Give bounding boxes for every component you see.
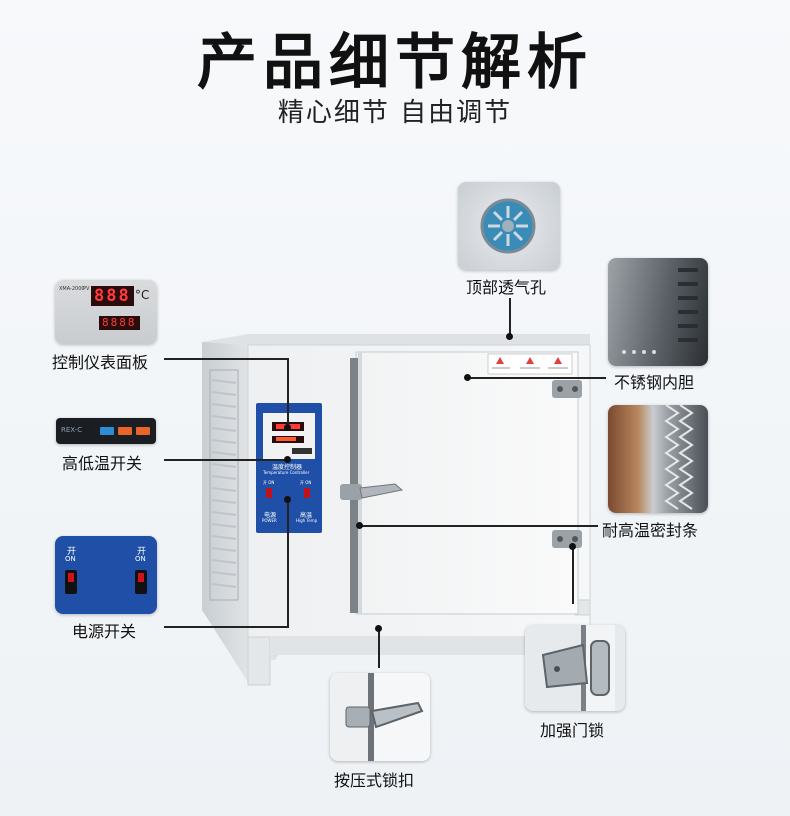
door-latch — [340, 483, 404, 500]
unit-label: °C — [135, 288, 150, 302]
callout-stainless-liner: 不锈钢内胆 — [614, 373, 695, 392]
seal-strip-thumbnail — [608, 405, 708, 513]
leader-dot — [464, 374, 471, 381]
oven-panel-caption: 温度控制器 — [272, 464, 303, 471]
oven-door — [355, 351, 579, 615]
callout-top-vent: 顶部透气孔 — [466, 278, 547, 297]
down-button — [118, 427, 132, 435]
brand-text: REX-C — [61, 426, 83, 434]
oven-panel-caption-en: Temperature Controller — [263, 470, 310, 475]
callout-door-lock: 加强门锁 — [540, 721, 605, 740]
callout-press-latch: 按压式锁扣 — [334, 771, 415, 790]
leader-line — [287, 358, 289, 428]
oven-panel-high-en: High Temp — [296, 518, 318, 523]
right-switch-label: 开 — [137, 547, 147, 557]
mode-button — [100, 427, 114, 435]
leader-line — [360, 525, 598, 527]
press-latch-thumbnail — [330, 673, 430, 761]
oven-panel-power-en: POWER — [262, 518, 277, 523]
stainless-liner-thumbnail — [608, 258, 708, 366]
top-vent-thumbnail — [458, 182, 560, 270]
leader-dot — [506, 333, 513, 340]
leader-line — [287, 500, 289, 628]
left-rocker-switch — [65, 570, 77, 594]
leader-line — [164, 626, 288, 628]
pv-display: 888 — [91, 286, 134, 306]
leader-dot — [284, 456, 291, 463]
leader-dot — [375, 625, 382, 632]
leader-dot — [284, 424, 291, 431]
oven-leg — [247, 636, 271, 686]
oven-panel-high: 高温 — [300, 512, 313, 519]
callout-temp-switch: 高低温开关 — [62, 454, 143, 473]
callout-power-switch: 电源开关 — [72, 622, 137, 641]
sv-display: 8888 — [99, 316, 140, 330]
leader-dot — [356, 522, 363, 529]
hinge-top — [552, 380, 582, 398]
right-rocker-switch — [135, 570, 147, 594]
oven-top — [202, 334, 590, 345]
leader-line — [572, 546, 574, 604]
control-panel-thumbnail: XMA-2000 PV 888 °C 8888 — [55, 280, 157, 344]
oven-panel-on-right: 开 ON — [300, 480, 312, 485]
oven-panel-on-left: 开 ON — [263, 480, 275, 485]
leader-line — [164, 358, 288, 360]
leader-line — [468, 377, 606, 379]
vent-icon — [480, 198, 536, 254]
hinge-bottom — [552, 530, 582, 548]
door-lock-thumbnail — [525, 625, 625, 711]
oven-side — [202, 342, 248, 682]
leader-dot — [569, 543, 576, 550]
callout-control-panel: 控制仪表面板 — [52, 353, 149, 372]
oven-panel-power: 电源 — [264, 512, 277, 519]
right-switch-label-en: ON — [135, 555, 146, 563]
up-button — [136, 427, 150, 435]
panel-pv-label: PV — [83, 286, 90, 292]
left-switch-label: 开 — [67, 547, 77, 557]
temp-switch-thumbnail: REX-C — [56, 418, 156, 444]
left-switch-label-en: ON — [65, 555, 76, 563]
leader-line — [509, 298, 511, 336]
callout-seal-strip: 耐高温密封条 — [602, 521, 699, 540]
leader-line — [164, 459, 288, 461]
page-subtitle: 精心细节 自由调节 — [277, 98, 513, 128]
power-switch-thumbnail: 开 ON 开 ON — [55, 536, 157, 614]
panel-model-text: XMA-2000 — [59, 286, 85, 292]
leader-dot — [284, 496, 291, 503]
page-title: 产品细节解析 — [197, 28, 593, 98]
leader-line — [378, 628, 380, 668]
